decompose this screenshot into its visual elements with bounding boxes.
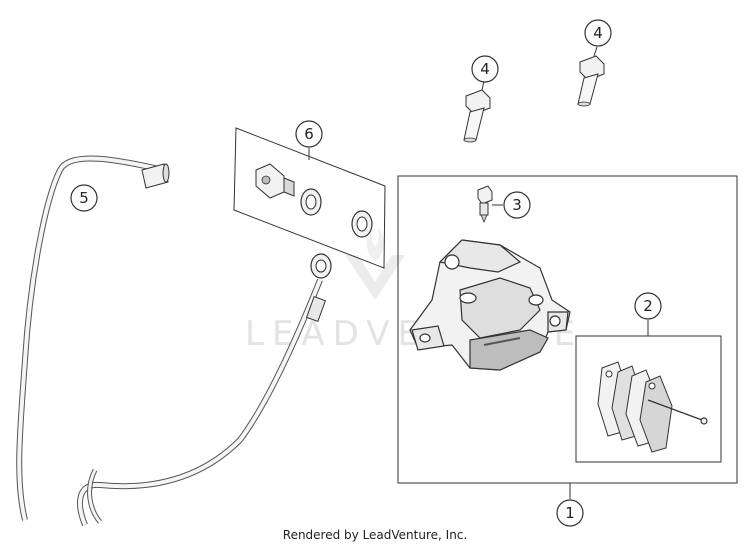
callout-number: 4 <box>593 24 603 42</box>
callout-4a: 4 <box>471 55 499 83</box>
callout-2: 2 <box>634 292 662 320</box>
caliper-assembly-box <box>397 175 738 484</box>
callout-1: 1 <box>556 499 584 527</box>
caliper-bolt <box>463 89 491 143</box>
sealing-washer <box>300 188 322 216</box>
footer-credit: Rendered by LeadVenture, Inc. <box>282 528 468 542</box>
callout-5: 5 <box>70 184 98 212</box>
watermark-logo <box>345 255 405 300</box>
callout-6: 6 <box>295 120 323 148</box>
callout-circle <box>295 120 323 148</box>
hose-end-cap <box>141 163 169 189</box>
brake-caliper <box>409 239 571 371</box>
callout-layer: 1 2 3 4 4 5 6 <box>70 19 662 527</box>
brake-hose <box>16 155 332 527</box>
callout-number: 3 <box>512 196 522 214</box>
callout-number: 5 <box>79 189 89 207</box>
watermark-logo-flame <box>366 228 385 262</box>
sealing-washer-2 <box>351 210 373 238</box>
callout-number: 6 <box>304 125 314 143</box>
callout-4b: 4 <box>584 19 612 47</box>
hose-fitting <box>305 295 327 323</box>
callout-circle <box>503 191 531 219</box>
callout-circle <box>70 184 98 212</box>
callout-circle <box>634 292 662 320</box>
caliper-bolt-2 <box>577 55 605 107</box>
hardware-kit-plate <box>233 127 386 269</box>
callout-circle <box>584 19 612 47</box>
brake-pads <box>597 361 673 453</box>
banjo-bolt <box>255 163 295 199</box>
bleeder-screw <box>477 185 493 224</box>
callout-circle <box>471 55 499 83</box>
pad-retaining-pin <box>647 399 708 425</box>
callout-number: 2 <box>643 297 653 315</box>
callout-3: 3 <box>503 191 531 219</box>
callout-circle <box>556 499 584 527</box>
callout-number: 4 <box>480 60 490 78</box>
callout-number: 1 <box>565 504 575 522</box>
